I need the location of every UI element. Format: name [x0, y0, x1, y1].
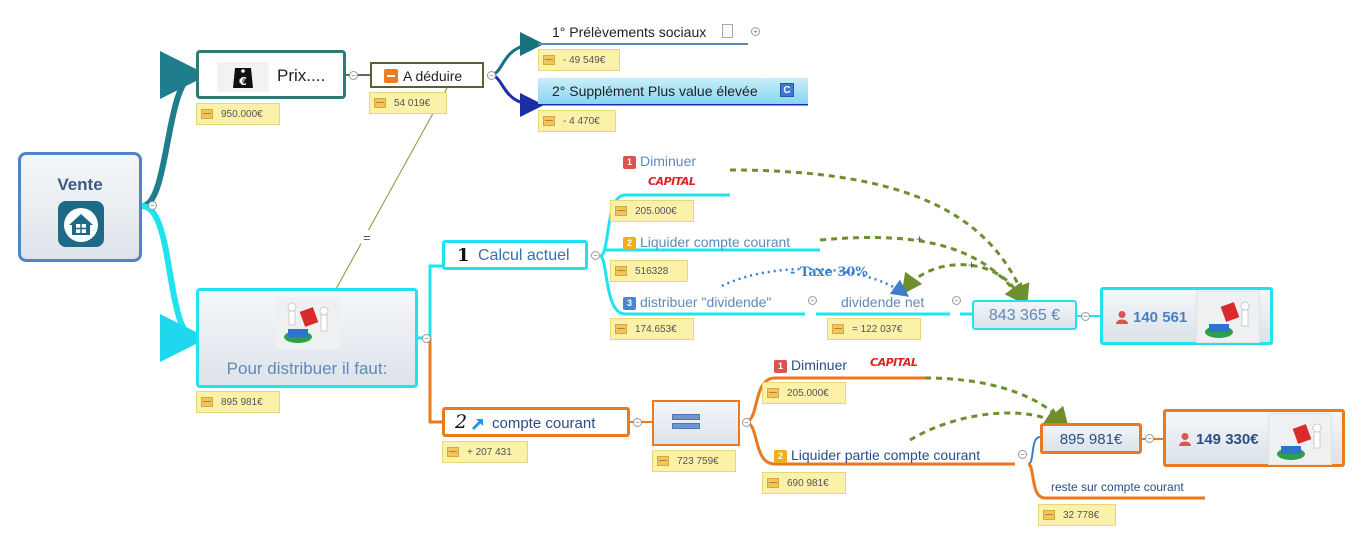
result1-label: 843 365 €	[988, 307, 1061, 324]
plus-label-1: +	[916, 232, 924, 246]
memo-icon	[615, 206, 627, 216]
person2-label: 149 330€	[1196, 431, 1259, 448]
diminuer2-memo: 205.000€	[762, 382, 846, 404]
svg-text:€: €	[238, 75, 247, 88]
distribuer-memo: 895 981€	[196, 391, 280, 413]
memo-icon	[374, 98, 386, 108]
memo-icon	[447, 447, 459, 457]
memo-icon	[543, 55, 555, 65]
priority-2-icon: 2	[774, 450, 787, 463]
memo-icon	[201, 397, 213, 407]
person1-node[interactable]: 140 561	[1100, 287, 1273, 345]
dividende-net-collapse-toggle[interactable]: −	[952, 296, 961, 305]
dividende-collapse-toggle[interactable]: −	[808, 296, 817, 305]
prelevements-expand-toggle[interactable]: +	[751, 27, 760, 36]
calcul-number-icon: 1	[457, 245, 470, 266]
compte-courant-label: compte courant	[492, 415, 596, 432]
calc-node[interactable]	[652, 400, 740, 446]
dividende-net-memo: = 122 037€	[827, 318, 921, 340]
house-icon	[58, 201, 104, 247]
person1-label: 140 561	[1133, 309, 1188, 326]
compte-number-icon: 2	[455, 411, 468, 433]
memo-icon	[832, 324, 844, 334]
compte-courant-collapse-toggle[interactable]: −	[633, 418, 642, 427]
puzzle-figures-image	[1196, 291, 1260, 343]
memo-icon	[1043, 510, 1055, 520]
reste-memo: 32 778€	[1038, 504, 1116, 526]
reste-label[interactable]: reste sur compte courant	[1051, 480, 1184, 494]
liquider2-memo: 690 981€	[762, 472, 846, 494]
equals-label: =	[361, 230, 373, 245]
list-icon	[672, 414, 700, 430]
puzzle-figures-image	[1268, 413, 1332, 465]
taxe-label: - Taxe 30%	[790, 265, 868, 280]
distribuer-label: Pour distribuer il faut:	[226, 359, 388, 378]
calcul-node[interactable]: 1 Calcul actuel	[442, 240, 588, 270]
priority-1-icon: 1	[774, 360, 787, 373]
c-square-icon: C	[780, 83, 794, 97]
euro-tag-icon: €	[217, 62, 269, 92]
capital-logo: CAPITAL	[870, 356, 918, 369]
compte-courant-memo: + 207 431	[442, 441, 528, 463]
priority-3-icon: 3	[623, 297, 636, 310]
prelevements-label[interactable]: 1° Prélèvements sociaux	[552, 24, 707, 40]
result2-node[interactable]: 895 981€	[1040, 423, 1142, 454]
prelevements-memo: - 49 549€	[538, 49, 620, 71]
compte-courant-node[interactable]: 2 compte courant	[442, 407, 630, 437]
memo-icon	[767, 478, 779, 488]
result1-node[interactable]: 843 365 €	[972, 300, 1077, 330]
memo-icon	[615, 266, 627, 276]
a-deduire-memo: 54 019€	[369, 92, 447, 114]
a-deduire-label: A déduire	[403, 68, 463, 84]
minus-square-icon	[384, 69, 398, 83]
supplement-node[interactable]: 2° Supplément Plus value élevée C	[538, 78, 808, 104]
result1-collapse-toggle[interactable]: −	[1081, 312, 1090, 321]
puzzle-figures-image	[276, 297, 340, 349]
plus-label-2: +	[968, 258, 976, 272]
arrow-up-right-icon	[471, 417, 485, 431]
root-label: Vente	[57, 175, 103, 194]
prix-memo: 950.000€	[196, 103, 280, 125]
memo-icon	[543, 116, 555, 126]
prix-label: Prix....	[277, 66, 326, 85]
memo-icon	[201, 109, 213, 119]
priority-2-icon: 2	[623, 237, 636, 250]
root-node[interactable]: Vente	[18, 152, 142, 262]
a-deduire-node[interactable]: A déduire	[370, 62, 484, 88]
priority-1-icon: 1	[623, 156, 636, 169]
prix-collapse-toggle[interactable]: −	[349, 71, 358, 80]
person-icon	[1115, 310, 1129, 324]
liquider1-memo: 516328	[610, 260, 688, 282]
capital-logo: CAPITAL	[648, 175, 696, 188]
root-collapse-toggle[interactable]: −	[148, 201, 157, 210]
distribuer-collapse-toggle[interactable]: −	[422, 334, 431, 343]
supplement-memo: - 4 470€	[538, 110, 616, 132]
result2-label: 895 981€	[1059, 431, 1123, 448]
diminuer1-memo: 205.000€	[610, 200, 694, 222]
distribuer-node[interactable]: Pour distribuer il faut:	[196, 288, 418, 388]
memo-icon	[615, 324, 627, 334]
memo-icon	[657, 456, 669, 466]
person2-node[interactable]: 149 330€	[1163, 409, 1345, 467]
calcul-collapse-toggle[interactable]: −	[591, 251, 600, 260]
memo-icon	[767, 388, 779, 398]
prix-node[interactable]: € Prix....	[196, 50, 346, 99]
calcul-label: Calcul actuel	[478, 247, 570, 264]
a-deduire-collapse-toggle[interactable]: −	[487, 71, 496, 80]
note-icon	[722, 24, 733, 38]
supplement-label: 2° Supplément Plus value élevée	[552, 83, 758, 99]
calc-memo: 723 759€	[652, 450, 736, 472]
person-icon	[1178, 432, 1192, 446]
calc-collapse-toggle[interactable]: −	[742, 418, 751, 427]
dividende-memo: 174.653€	[610, 318, 694, 340]
dividende-net-label[interactable]: dividende net	[841, 294, 925, 310]
liquider2-collapse-toggle[interactable]: −	[1018, 450, 1027, 459]
result2-collapse-toggle[interactable]: −	[1145, 434, 1154, 443]
